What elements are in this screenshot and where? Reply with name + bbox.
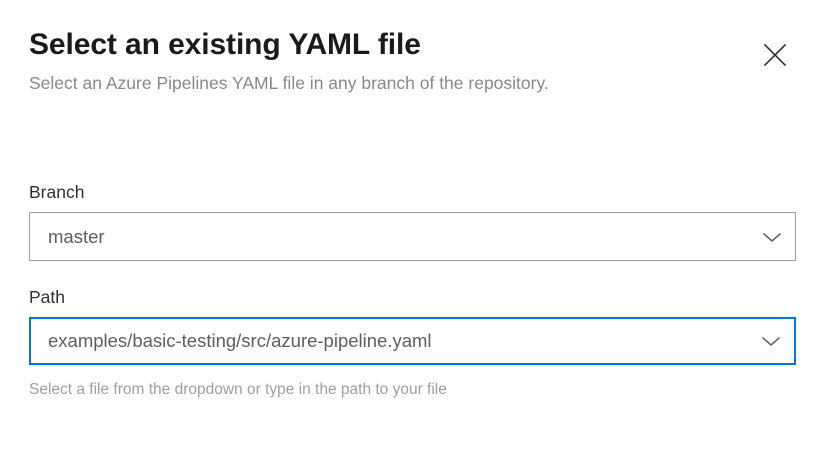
path-input[interactable]: examples/basic-testing/src/azure-pipelin…: [48, 330, 432, 351]
dialog-subtitle: Select an Azure Pipelines YAML file in a…: [29, 73, 549, 93]
dialog-header: Select an existing YAML file Select an A…: [29, 26, 729, 97]
branch-chevron-down-icon[interactable]: [749, 231, 795, 243]
branch-input[interactable]: master: [48, 225, 105, 247]
page-title: Select an existing YAML file: [29, 28, 421, 61]
branch-label: Branch: [29, 182, 85, 202]
branch-field-block: Branch master: [29, 180, 796, 261]
path-chevron-down-icon[interactable]: [748, 335, 794, 347]
close-button[interactable]: [751, 31, 799, 79]
path-field-block: Path examples/basic-testing/src/azure-pi…: [29, 285, 796, 401]
yaml-file-form: Branch master Path examples/basic-testin…: [29, 180, 796, 401]
close-icon: [760, 40, 790, 70]
branch-combobox[interactable]: master: [29, 212, 796, 261]
path-label: Path: [29, 287, 65, 307]
path-combobox[interactable]: examples/basic-testing/src/azure-pipelin…: [29, 317, 796, 365]
path-hint-text: Select a file from the dropdown or type …: [29, 381, 447, 398]
